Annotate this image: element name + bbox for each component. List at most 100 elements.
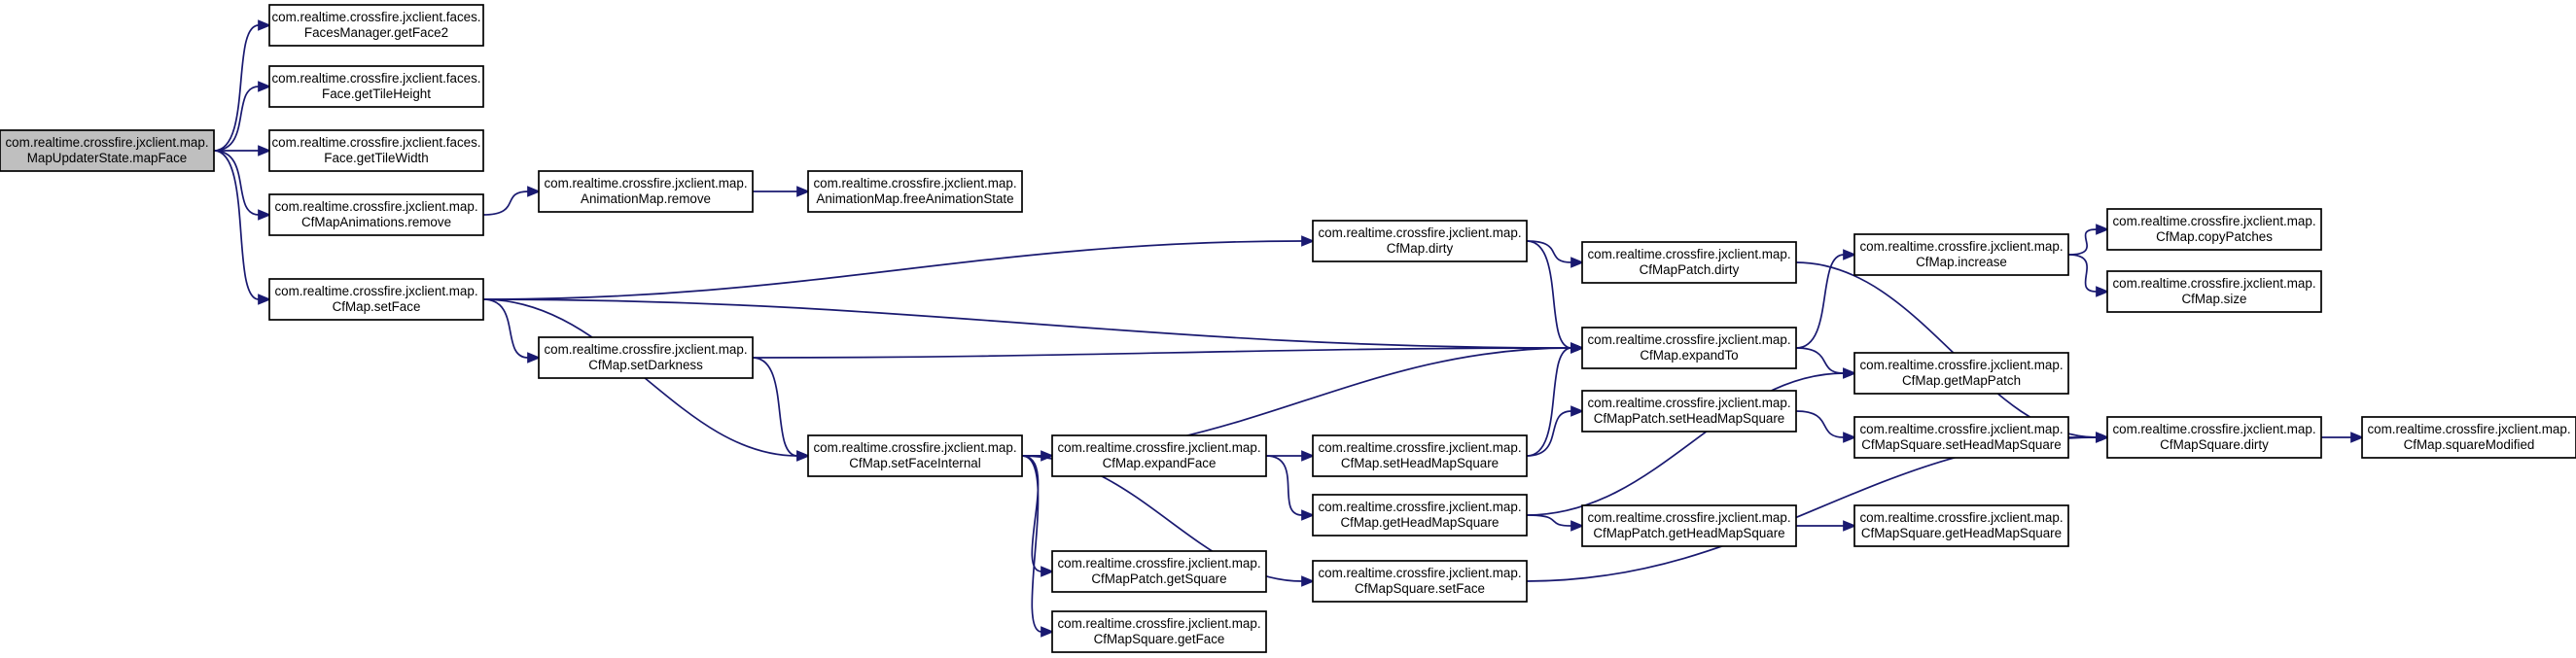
node-sqGetFace[interactable]: com.realtime.crossfire.jxclient.map.CfMa… — [1051, 610, 1267, 653]
edge-increase-to-copyPatches — [2067, 224, 2110, 256]
node-box[interactable] — [1581, 390, 1797, 433]
node-getFace2[interactable]: com.realtime.crossfire.jxclient.faces.Fa… — [268, 4, 484, 47]
node-box[interactable] — [807, 170, 1023, 213]
edge-cfSetHead-to-expandTo — [1526, 342, 1585, 457]
node-box[interactable] — [1312, 560, 1528, 603]
edge-line — [1526, 514, 1572, 527]
node-sqSetHead[interactable]: com.realtime.crossfire.jxclient.map.CfMa… — [1853, 416, 2069, 459]
node-getMapPatch[interactable]: com.realtime.crossfire.jxclient.map.CfMa… — [1853, 352, 2069, 395]
node-patchGetHead[interactable]: com.realtime.crossfire.jxclient.map.CfMa… — [1581, 504, 1797, 547]
node-label-package: com.realtime.crossfire.jxclient.map. — [813, 440, 1016, 455]
edge-line — [752, 357, 798, 457]
node-box[interactable] — [1853, 504, 2069, 547]
edge-line — [213, 150, 260, 216]
node-size[interactable]: com.realtime.crossfire.jxclient.map.CfMa… — [2106, 270, 2322, 313]
node-copyPatches[interactable]: com.realtime.crossfire.jxclient.map.CfMa… — [2106, 208, 2322, 251]
node-box[interactable] — [1312, 494, 1528, 537]
node-cfGetHead[interactable]: com.realtime.crossfire.jxclient.map.CfMa… — [1312, 494, 1528, 537]
node-label-method: CfMap.squareModified — [2404, 437, 2535, 452]
node-getTileWidth[interactable]: com.realtime.crossfire.jxclient.faces.Fa… — [268, 129, 484, 172]
node-box[interactable] — [1581, 241, 1797, 284]
arrowhead — [1301, 509, 1316, 521]
node-setDarkness[interactable]: com.realtime.crossfire.jxclient.map.CfMa… — [538, 336, 754, 379]
node-mapFace[interactable]: com.realtime.crossfire.jxclient.map.MapU… — [0, 129, 215, 172]
node-label-method: AnimationMap.freeAnimationState — [816, 191, 1013, 206]
node-box[interactable] — [1853, 233, 2069, 276]
node-sqDirty[interactable]: com.realtime.crossfire.jxclient.map.CfMa… — [2106, 416, 2322, 459]
arrowhead — [527, 186, 542, 197]
arrowhead — [1843, 520, 1857, 532]
edge-line — [1265, 455, 1303, 516]
node-box[interactable] — [1051, 434, 1267, 477]
node-box[interactable] — [2106, 416, 2322, 459]
node-box[interactable] — [538, 170, 754, 213]
edge-cfGetHead-to-getMapPatch — [1526, 367, 1857, 516]
node-box[interactable] — [2106, 270, 2322, 313]
edge-line — [1021, 455, 1042, 572]
node-cfSetHead[interactable]: com.realtime.crossfire.jxclient.map.CfMa… — [1312, 434, 1528, 477]
node-box[interactable] — [538, 336, 754, 379]
node-box[interactable] — [1312, 434, 1528, 477]
edge-line — [1526, 240, 1572, 349]
arrowhead — [258, 19, 272, 31]
node-label-package: com.realtime.crossfire.jxclient.map. — [544, 176, 747, 190]
node-box[interactable] — [807, 434, 1023, 477]
node-box[interactable] — [268, 4, 484, 47]
node-label-method: CfMapPatch.getSquare — [1091, 571, 1226, 586]
node-cfDirty[interactable]: com.realtime.crossfire.jxclient.map.CfMa… — [1312, 220, 1528, 262]
edge-expandFace-to-cfGetHead — [1265, 455, 1316, 521]
node-label-package: com.realtime.crossfire.jxclient.map. — [1057, 440, 1260, 455]
node-label-method: CfMap.expandFace — [1103, 456, 1217, 470]
node-box[interactable] — [1853, 416, 2069, 459]
node-box[interactable] — [1051, 610, 1267, 653]
node-box[interactable] — [268, 129, 484, 172]
node-box[interactable] — [1853, 352, 2069, 395]
node-setFace[interactable]: com.realtime.crossfire.jxclient.map.CfMa… — [268, 278, 484, 321]
node-expandTo[interactable]: com.realtime.crossfire.jxclient.map.CfMa… — [1581, 327, 1797, 369]
edge-line — [1526, 240, 1572, 263]
edge-mapFace-to-getFace2 — [213, 19, 272, 152]
arrowhead — [1301, 575, 1316, 587]
node-animMapRemove[interactable]: com.realtime.crossfire.jxclient.map.Anim… — [538, 170, 754, 213]
edge-animMapRemove-to-freeAnim — [753, 186, 811, 197]
arrowhead — [1570, 520, 1585, 532]
edge-line — [1021, 455, 1042, 633]
node-label-method: CfMapPatch.getHeadMapSquare — [1593, 526, 1784, 540]
edge-line — [1795, 261, 2098, 438]
node-box[interactable] — [1312, 220, 1528, 262]
node-squareModified[interactable]: com.realtime.crossfire.jxclient.map.CfMa… — [2361, 416, 2576, 459]
arrowhead — [2096, 224, 2110, 235]
node-patchGetSquare[interactable]: com.realtime.crossfire.jxclient.map.CfMa… — [1051, 550, 1267, 593]
node-box[interactable] — [1581, 327, 1797, 369]
node-freeAnim[interactable]: com.realtime.crossfire.jxclient.map.Anim… — [807, 170, 1023, 213]
node-sqSetFace[interactable]: com.realtime.crossfire.jxclient.map.CfMa… — [1312, 560, 1528, 603]
node-label-package: com.realtime.crossfire.jxclient.faces. — [271, 10, 480, 24]
node-box[interactable] — [268, 278, 484, 321]
edge-setDarkness-to-setFaceInternal — [752, 357, 811, 462]
node-expandFace[interactable]: com.realtime.crossfire.jxclient.map.CfMa… — [1051, 434, 1267, 477]
node-label-package: com.realtime.crossfire.jxclient.map. — [1587, 247, 1790, 261]
node-patchSetHead[interactable]: com.realtime.crossfire.jxclient.map.CfMa… — [1581, 390, 1797, 433]
node-box[interactable] — [268, 193, 484, 236]
node-label-method: CfMap.setFaceInternal — [849, 456, 980, 470]
edge-animRemove-to-animMapRemove — [482, 186, 542, 216]
node-box[interactable] — [268, 65, 484, 108]
node-box[interactable] — [1051, 550, 1267, 593]
edge-line — [482, 190, 529, 216]
node-label-method: CfMap.setFace — [333, 299, 421, 314]
edge-line — [2067, 228, 2098, 256]
node-getTileHeight[interactable]: com.realtime.crossfire.jxclient.faces.Fa… — [268, 65, 484, 108]
edge-line — [482, 298, 1572, 349]
node-increase[interactable]: com.realtime.crossfire.jxclient.map.CfMa… — [1853, 233, 2069, 276]
node-box[interactable] — [2361, 416, 2576, 459]
node-box[interactable] — [1581, 504, 1797, 547]
node-patchDirty[interactable]: com.realtime.crossfire.jxclient.map.CfMa… — [1581, 241, 1797, 284]
node-label-method: Face.getTileHeight — [322, 87, 431, 101]
node-sqGetHead[interactable]: com.realtime.crossfire.jxclient.map.CfMa… — [1853, 504, 2069, 547]
node-setFaceInternal[interactable]: com.realtime.crossfire.jxclient.map.CfMa… — [807, 434, 1023, 477]
node-box[interactable] — [2106, 208, 2322, 251]
node-animRemove[interactable]: com.realtime.crossfire.jxclient.map.CfMa… — [268, 193, 484, 236]
node-label-method: CfMapSquare.getHeadMapSquare — [1861, 526, 2062, 540]
node-label-package: com.realtime.crossfire.jxclient.map. — [1859, 422, 2063, 436]
node-box[interactable] — [0, 129, 215, 172]
